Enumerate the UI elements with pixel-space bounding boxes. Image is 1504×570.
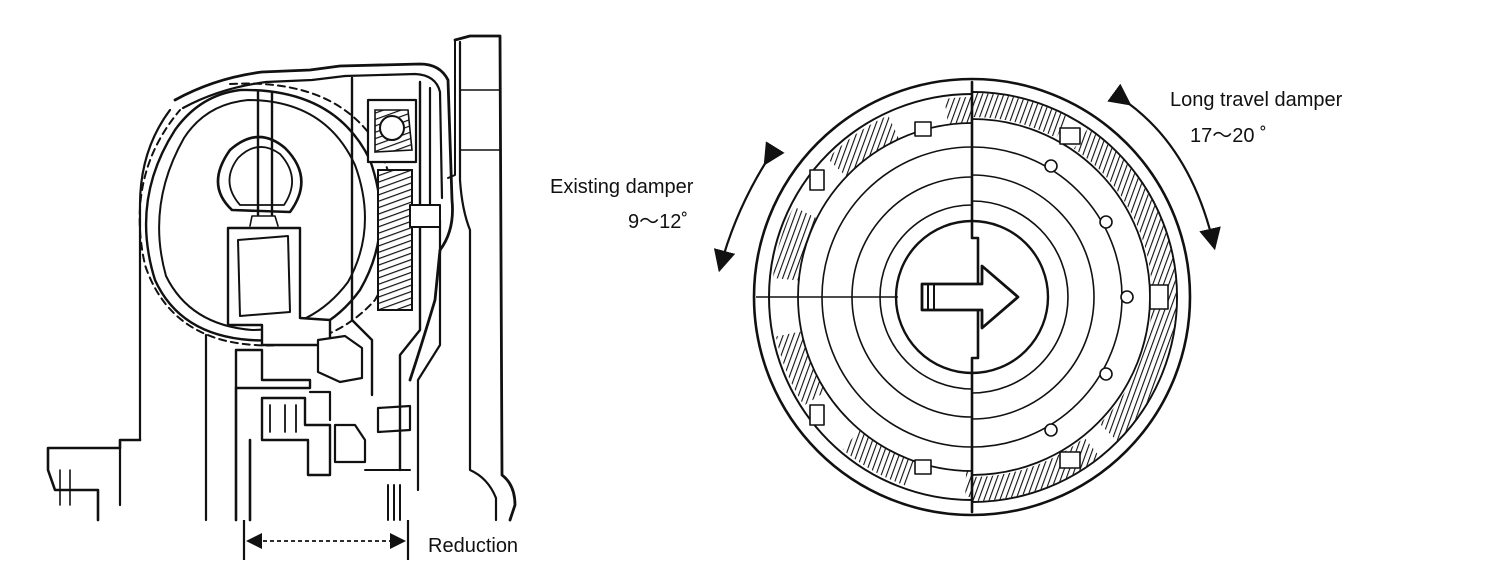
long-travel-damper-travel-arrow: [1107, 83, 1221, 251]
existing-damper-angle: 9～12˚: [628, 211, 688, 233]
existing-damper-half: [752, 77, 972, 517]
reduction-arrowhead-right: [390, 533, 406, 549]
reduction-label: Reduction: [428, 535, 518, 557]
reduction-arrowhead-left: [246, 533, 262, 549]
damper-plate-view: [752, 77, 1192, 517]
existing-damper-travel-arrow: [713, 141, 785, 273]
long-travel-damper-half: [972, 77, 1192, 517]
existing-damper-label: Existing damper: [550, 176, 694, 198]
rotation-direction-arrow: [920, 264, 1020, 330]
torque-converter-section: [46, 34, 517, 522]
long-travel-damper-label: Long travel damper: [1170, 89, 1343, 111]
reduction-dimension: Reduction: [242, 520, 518, 560]
long-travel-damper-angle: 17～20 ˚: [1190, 125, 1267, 147]
